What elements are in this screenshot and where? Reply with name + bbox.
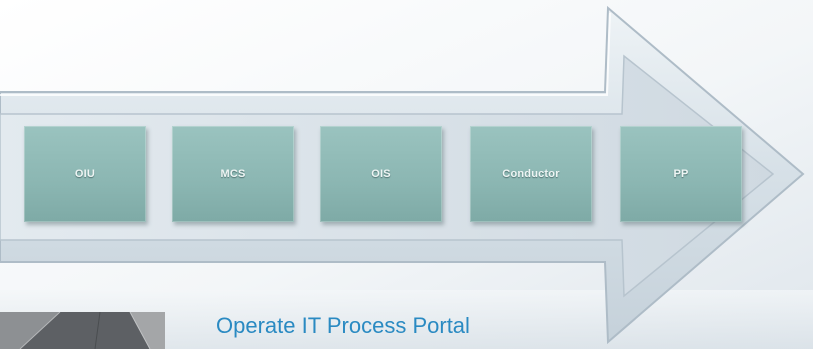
step-box-conductor: Conductor [470,126,592,222]
building-photo [0,312,165,349]
step-label: PP [673,168,689,180]
step-box-ois: OIS [320,126,442,222]
portal-title: Operate IT Process Portal [216,313,470,338]
step-box-oiu: OIU [24,126,146,222]
step-box-pp: PP [620,126,742,222]
step-label: MCS [220,168,246,180]
step-label: OIU [74,168,96,180]
step-label: Conductor [502,168,560,180]
step-box-mcs: MCS [172,126,294,222]
step-label: OIS [371,168,391,180]
